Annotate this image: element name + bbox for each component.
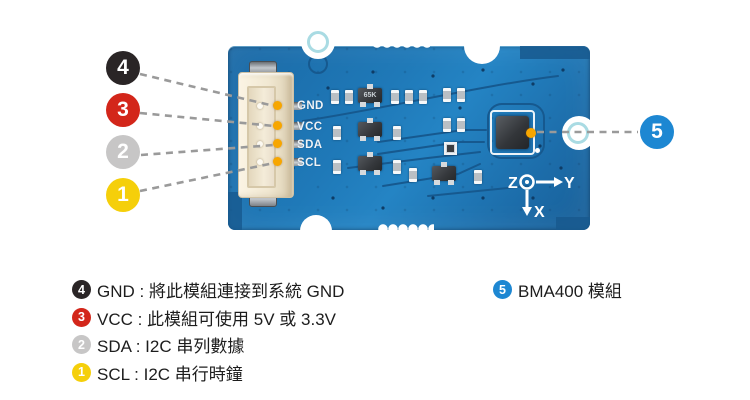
pin-marker-gnd — [273, 101, 282, 110]
sot23-transistor — [358, 152, 382, 175]
axis-x-arrowhead — [522, 207, 532, 216]
axis-y-label: Y — [564, 175, 575, 192]
axis-z-label: Z — [508, 175, 518, 192]
sot23-transistor — [358, 118, 382, 141]
smd-resistor — [393, 160, 401, 174]
legend-badge-4: 4 — [72, 280, 91, 300]
legend-row-sda: 2 SDA : I2C 串列數據 — [72, 331, 344, 359]
sot23-transistor — [432, 162, 456, 185]
pin-marker-scl — [273, 157, 282, 166]
smd-resistor — [474, 170, 482, 184]
pcb-edge-shadow-top-right — [520, 46, 590, 59]
top-perforation-teeth — [372, 40, 430, 51]
smd-resistor — [333, 126, 341, 140]
callout-circle-5: 5 — [640, 115, 674, 149]
legend-row-vcc: 3 VCC : 此模組可使用 5V 或 3.3V — [72, 304, 344, 332]
connector-pin-contact — [257, 103, 263, 109]
connector-pin-contact — [257, 123, 263, 129]
axis-y-arrowhead — [554, 177, 563, 187]
right-mounting-hole — [567, 122, 589, 144]
pin-label-scl: SCL — [297, 157, 322, 169]
smd-capacitor — [457, 118, 465, 132]
smd-resistor — [393, 126, 401, 140]
connector-pin-contact — [257, 141, 263, 147]
legend-text-gnd: GND : 將此模組連接到系統 GND — [97, 282, 345, 302]
smd-capacitor — [443, 118, 451, 132]
top-mounting-hole — [307, 31, 329, 53]
smd-capacitor — [443, 88, 451, 102]
sot23-regulator: 65K — [358, 84, 382, 107]
axis-indicator: Z Y X — [508, 174, 575, 221]
bottom-cutout — [300, 215, 332, 247]
pcb-edge-shadow-bottom-left — [228, 192, 242, 230]
pin-lead-scl — [288, 158, 302, 166]
axis-z-circle — [519, 174, 535, 190]
pin-lead-sda — [288, 140, 302, 148]
legend-text-scl: SCL : I2C 串行時鐘 — [97, 364, 243, 384]
smd-resistor — [419, 90, 427, 104]
legend-row-scl: 1 SCL : I2C 串行時鐘 — [72, 359, 344, 387]
legend-text-sda: SDA : I2C 串列數據 — [97, 337, 245, 357]
callout-circle-2: 2 — [106, 135, 140, 169]
smd-ic — [444, 142, 457, 155]
pin-lead-vcc — [288, 122, 302, 130]
smd-capacitor — [457, 88, 465, 102]
legend-text-bma400: BMA400 模組 — [518, 282, 622, 302]
pin-label-vcc: VCC — [297, 121, 323, 133]
legend-badge-5: 5 — [493, 280, 512, 300]
pin-label-sda: SDA — [297, 139, 323, 151]
axis-x-label: X — [534, 204, 545, 221]
pin-marker-vcc — [273, 121, 282, 130]
grove-connector-cavity — [247, 86, 276, 188]
pin1-dot — [535, 148, 540, 153]
bma400-chip — [496, 116, 529, 149]
legend-badge-3: 3 — [72, 307, 91, 327]
pin-lead-gnd — [288, 102, 302, 110]
legend-badge-2: 2 — [72, 335, 91, 355]
pin-legend: 4 GND : 將此模組連接到系統 GND 3 VCC : 此模組可使用 5V … — [72, 276, 344, 386]
pcb-edge-shadow-bottom-right — [556, 217, 590, 230]
legend-row-bma400: 5 BMA400 模組 — [493, 276, 622, 304]
top-cutout — [464, 28, 500, 64]
chip-marking: 65K — [363, 92, 377, 99]
chip-legend: 5 BMA400 模組 — [493, 276, 622, 304]
bottom-perforation-teeth — [378, 221, 434, 232]
callout-circle-1: 1 — [106, 178, 140, 212]
pin-marker-sda — [273, 139, 282, 148]
smd-resistor — [333, 160, 341, 174]
legend-badge-1: 1 — [72, 362, 91, 382]
pin-label-gnd: GND — [297, 100, 324, 112]
smd-capacitor — [331, 90, 339, 104]
smd-capacitor — [391, 90, 399, 104]
smd-resistor — [409, 168, 417, 182]
smd-capacitor — [405, 90, 413, 104]
legend-text-vcc: VCC : 此模組可使用 5V 或 3.3V — [97, 309, 336, 329]
smd-capacitor — [345, 90, 353, 104]
chip-marker-dot — [526, 128, 536, 138]
connector-pin-contact — [257, 159, 263, 165]
callout-circle-3: 3 — [106, 93, 140, 127]
callout-circle-4: 4 — [106, 51, 140, 85]
legend-row-gnd: 4 GND : 將此模組連接到系統 GND — [72, 276, 344, 304]
